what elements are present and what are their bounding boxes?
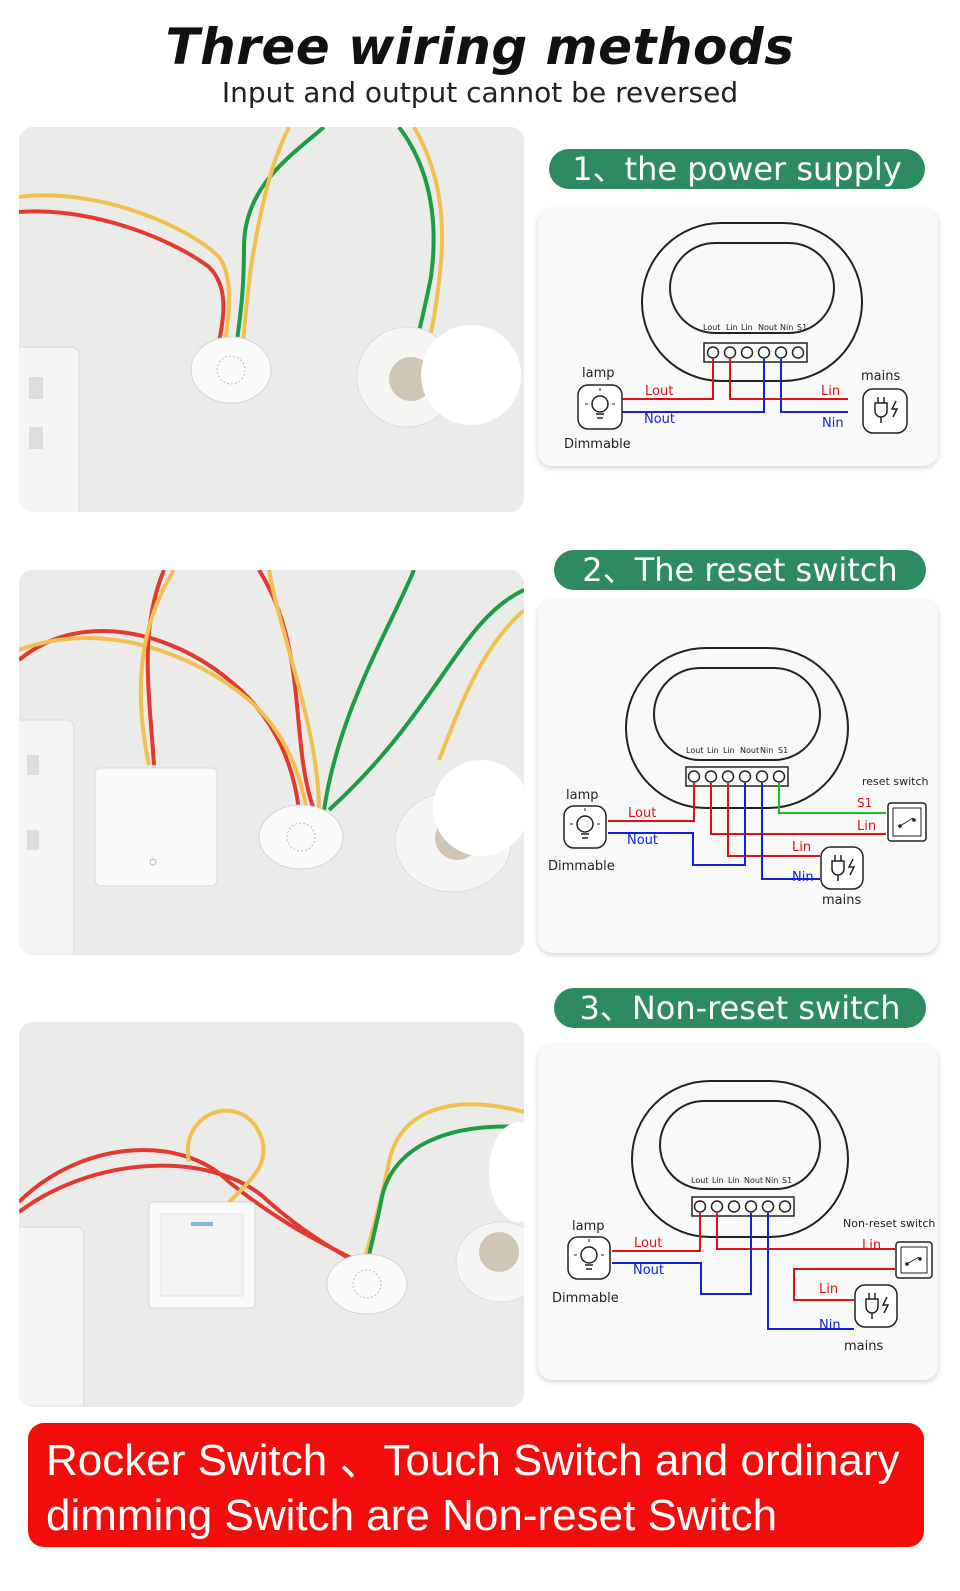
non-reset-switch-icon [895,1241,933,1279]
wire-label-lin: Lin [821,384,840,399]
lamp-label: lamp [572,1219,605,1234]
wire-label-lin-mains: Lin [819,1282,838,1297]
page-subtitle: Input and output cannot be reversed [221,76,739,109]
wire-label-lout: Lout [645,384,673,399]
wire-nout [612,1213,752,1295]
wire-label-nin: Nin [822,416,844,431]
wire-label-nout: Nout [627,833,658,848]
mains-label: mains [822,893,861,908]
note-line-2: dimming Switch are Non-reset Switch [46,1491,778,1540]
terminal-label-lin-2: Lin [723,746,735,755]
dimmable-label: Dimmable [564,437,631,452]
wire-nin [761,783,820,880]
section-label-power-supply: 1、the power supply [549,149,925,189]
lamp-icon [563,805,607,849]
wire-lout [608,783,695,822]
wire-lin-to-mains [727,783,820,857]
wire-label-lout: Lout [628,806,656,821]
section-label-reset-switch: 2、The reset switch [554,550,926,590]
wire-label-lout: Lout [634,1236,662,1251]
reset-switch-label: reset switch [862,775,929,788]
wire-lout [620,359,714,400]
terminal-label-lin-2: Lin [741,323,753,332]
terminal-label-s1: S1 [782,1176,792,1185]
terminal-label-lout: Lout [691,1176,708,1185]
mains-label: mains [861,369,900,384]
wire-nout [608,783,746,866]
note-banner: Rocker Switch 、Touch Switch and ordinary… [28,1423,924,1547]
plug-icon [862,388,908,434]
wire-label-nin: Nin [819,1318,841,1333]
photo-non-reset-switch-wiring [19,1022,524,1407]
wire-lin [729,359,848,400]
wire-nout [620,359,765,413]
terminal-label-s1: S1 [778,746,788,755]
note-line-1: Rocker Switch 、Touch Switch and ordinary [46,1436,900,1485]
terminal-label-lout: Lout [686,746,703,755]
wire-label-lin-switch: Lin [862,1238,881,1253]
photo-power-supply-wiring [19,127,524,512]
terminal-label-nout: Nout [758,323,777,332]
wire-lout [612,1213,701,1252]
lamp-label: lamp [582,366,615,381]
diagram-power-supply: Lout Lin Lin Nout Nin S1 Lout Nout Lin N… [538,209,938,466]
terminal-label-nin: Nin [780,323,793,332]
terminal-label-lin-1: Lin [707,746,719,755]
section-label-non-reset-switch: 3、Non-reset switch [554,988,926,1028]
wire-s1 [778,783,886,814]
wire-nin [767,1213,854,1330]
wire-label-nout: Nout [644,412,675,427]
terminal-label-s1: S1 [797,323,807,332]
dimmable-label: Dimmable [548,859,615,874]
mains-label: mains [844,1339,883,1354]
lamp-icon [567,1236,611,1280]
wire-nin [780,359,848,413]
terminal-label-lin-1: Lin [712,1176,724,1185]
non-reset-switch-label: Non-reset switch [843,1217,935,1230]
wire-label-nout: Nout [633,1263,664,1278]
terminal-label-nout: Nout [740,746,759,755]
wire-label-lin-mains: Lin [792,840,811,855]
terminal-label-lin-1: Lin [726,323,738,332]
page-title: Three wiring methods [165,18,795,76]
terminal-label-nout: Nout [744,1176,763,1185]
terminal-label-nin: Nin [765,1176,778,1185]
terminal-label-lout: Lout [703,323,720,332]
photo-reset-switch-wiring [19,570,524,955]
terminal-label-lin-2: Lin [728,1176,740,1185]
wire-lin-to-switch [710,783,886,835]
plug-icon [820,846,864,890]
wire-lin-to-mains [793,1268,895,1301]
wire-label-s1: S1 [857,796,872,810]
wire-lin-to-switch [716,1213,895,1250]
reset-switch-icon [887,802,927,842]
lamp-label: lamp [566,788,599,803]
dimmable-label: Dimmable [552,1291,619,1306]
plug-icon [854,1284,898,1328]
lamp-icon [577,384,623,430]
diagram-reset-switch: Lout Lin Lin Nout Nin S1 Lout Nout S1 Li… [538,600,938,953]
wire-label-nin: Nin [792,870,814,885]
terminal-label-nin: Nin [760,746,773,755]
wire-label-lin-switch: Lin [857,819,876,834]
diagram-non-reset-switch: Lout Lin Lin Nout Nin S1 Lout Nout Lin L… [538,1045,938,1380]
